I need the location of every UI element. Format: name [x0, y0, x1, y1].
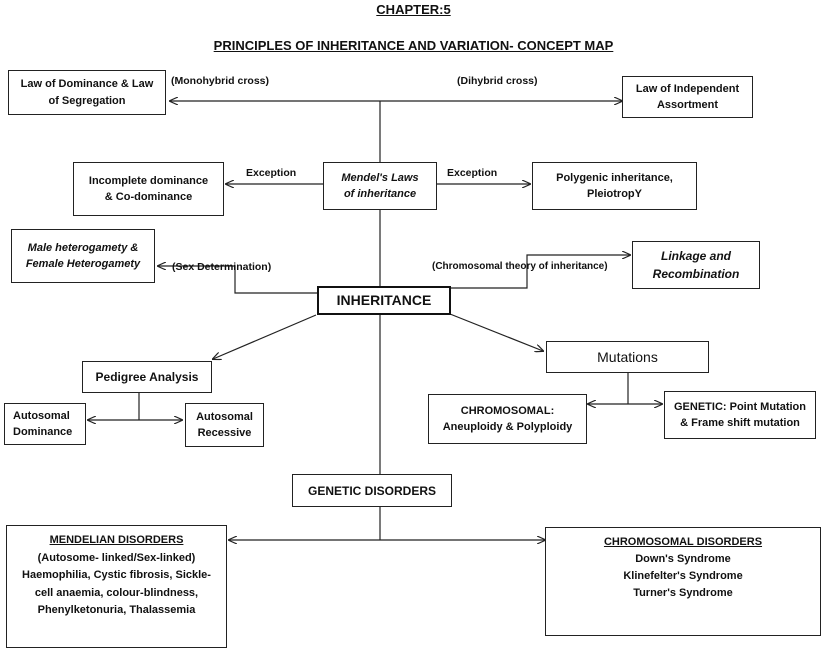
node-text: Autosomal — [196, 410, 253, 423]
node-text: Turner's Syndrome — [633, 587, 733, 600]
node-text: Assortment — [656, 99, 719, 111]
node-text: (Autosome- linked/Sex-linked) — [37, 551, 196, 564]
label-sex-determination: (Sex Determination) — [172, 261, 272, 273]
node-text: of inheritance — [343, 188, 417, 200]
node-text: Linkage and — [660, 249, 731, 263]
node-text: Incomplete dominance — [88, 174, 209, 187]
page-title: PRINCIPLES OF INHERITANCE AND VARIATION-… — [213, 38, 614, 53]
node-text: PleiotropY — [586, 188, 642, 200]
node-text: Polygenic inheritance, — [556, 171, 673, 184]
label-chromosomal-theory: (Chromosomal theory of inheritance) — [432, 261, 608, 272]
node-genetic-disorders: GENETIC DISORDERS — [292, 474, 452, 507]
node-text: Law of Independent — [635, 82, 740, 95]
node-text: Klinefelter's Syndrome — [623, 570, 743, 583]
chapter-heading: CHAPTER:5 — [376, 2, 451, 17]
node-chromosomal-mutation: CHROMOSOMAL: Aneuploidy & Polyploidy — [428, 394, 587, 444]
node-heading: MENDELIAN DISORDERS — [49, 534, 184, 546]
node-heterogamety: Male heterogamety & Female Heterogamety — [11, 229, 155, 283]
node-pedigree-analysis: Pedigree Analysis — [82, 361, 212, 393]
node-text: Mutations — [597, 348, 658, 365]
edge-pedigree — [213, 314, 317, 359]
node-text: & Frame shift mutation — [680, 417, 800, 429]
node-polygenic: Polygenic inheritance, PleiotropY — [532, 162, 697, 210]
edge-mutations — [449, 313, 543, 351]
node-text: Mendel's Laws — [341, 171, 419, 184]
node-text: & Co-dominance — [104, 191, 193, 203]
label-monohybrid: (Monohybrid cross) — [171, 75, 270, 87]
node-dominance-segregation: Law of Dominance & Law of Segregation — [8, 70, 166, 115]
node-autosomal-recessive: Autosomal Recessive — [185, 403, 264, 447]
node-mutations: Mutations — [546, 341, 709, 373]
node-text: Down's Syndrome — [635, 553, 731, 566]
node-mendelian-disorders: MENDELIAN DISORDERS (Autosome- linked/Se… — [6, 525, 227, 648]
label-exception-left: Exception — [246, 167, 297, 179]
node-text: Recessive — [197, 427, 252, 439]
node-text: Phenylketonuria, Thalassemia — [37, 604, 196, 617]
edge-sex-determination — [158, 266, 317, 294]
node-text: Autosomal — [13, 409, 70, 422]
node-text: Male heterogamety & — [27, 241, 139, 254]
node-text: Aneuploidy & Polyploidy — [442, 421, 573, 433]
node-independent-assortment: Law of Independent Assortment — [622, 76, 753, 118]
node-text: Female Heterogamety — [25, 258, 141, 270]
node-text: Dominance — [13, 426, 73, 438]
node-text: Haemophilia, Cystic fibrosis, Sickle- — [22, 569, 211, 582]
node-text: CHROMOSOMAL: — [460, 404, 555, 417]
node-inheritance: INHERITANCE — [317, 286, 451, 315]
node-mendels-laws: Mendel's Laws of inheritance — [323, 162, 437, 210]
node-genetic-mutation: GENETIC: Point Mutation & Frame shift mu… — [664, 391, 816, 439]
node-chromosomal-disorders: CHROMOSOMAL DISORDERS Down's Syndrome Kl… — [545, 527, 821, 636]
node-text: Law of Dominance & Law — [20, 78, 154, 90]
node-text: Pedigree Analysis — [95, 370, 199, 384]
label-dihybrid: (Dihybrid cross) — [457, 75, 538, 87]
node-linkage: Linkage and Recombination — [632, 241, 760, 289]
node-text: GENETIC: Point Mutation — [674, 400, 806, 413]
label-exception-right: Exception — [447, 167, 498, 179]
edge-chromosomal-theory — [451, 255, 630, 289]
node-text: of Segregation — [48, 94, 126, 107]
node-text: INHERITANCE — [336, 292, 432, 308]
node-autosomal-dominance: Autosomal Dominance — [4, 403, 86, 445]
node-text: GENETIC DISORDERS — [307, 483, 436, 498]
node-text: Recombination — [652, 267, 740, 281]
node-incomplete-dominance: Incomplete dominance & Co-dominance — [73, 162, 224, 216]
node-text: cell anaemia, colour-blindness, — [34, 586, 199, 599]
node-heading: CHROMOSOMAL DISORDERS — [603, 536, 763, 548]
